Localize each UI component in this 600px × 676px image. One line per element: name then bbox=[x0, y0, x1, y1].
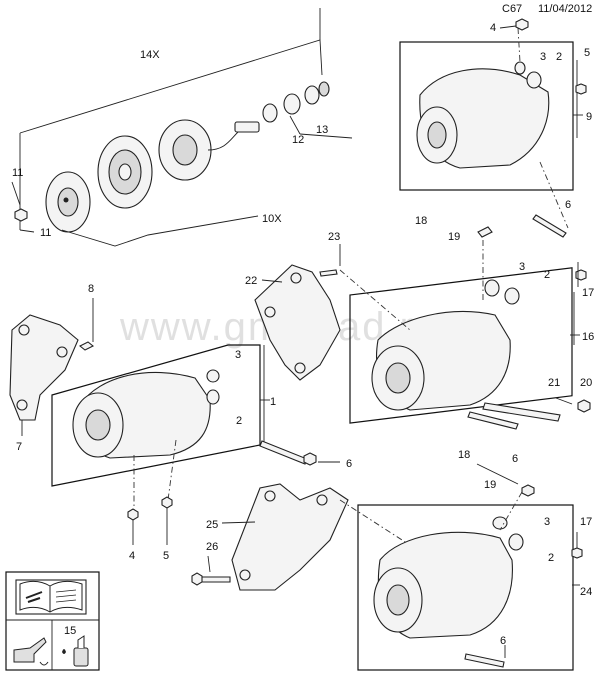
clutch-kit-group bbox=[11, 8, 353, 247]
callout-16: 16 bbox=[582, 331, 594, 343]
callout-15: 15 bbox=[64, 625, 76, 637]
callout-8: 8 bbox=[88, 283, 94, 295]
compressor-9-box bbox=[399, 41, 574, 191]
callout-7: 7 bbox=[16, 441, 22, 453]
clutch-bolt bbox=[14, 208, 28, 222]
diagram-date: 11/04/2012 bbox=[538, 3, 592, 15]
callout-13: 13 bbox=[316, 124, 328, 136]
callout-19-bottom: 19 bbox=[484, 479, 496, 491]
callout-5-top: 5 bbox=[584, 47, 590, 59]
snap-ring bbox=[262, 103, 278, 123]
bolt-18-bottom bbox=[521, 484, 535, 497]
callout-6-bottom: 6 bbox=[500, 635, 506, 647]
bolt-5-bottom bbox=[161, 496, 173, 509]
compressor-24-box bbox=[357, 504, 574, 671]
callout-3-bottom: 3 bbox=[544, 516, 550, 528]
callout-9: 9 bbox=[586, 111, 592, 123]
callout-21: 21 bbox=[548, 377, 560, 389]
compressor-24-group bbox=[357, 463, 583, 671]
bolt-6-bottom bbox=[464, 653, 505, 668]
bracket-25 bbox=[231, 483, 349, 591]
callout-20: 20 bbox=[580, 377, 592, 389]
compressor-16-box bbox=[349, 267, 573, 424]
callout-6-middle-right: 6 bbox=[512, 453, 518, 465]
callout-6-top: 6 bbox=[565, 199, 571, 211]
callout-11-bolt: 11 bbox=[12, 167, 23, 179]
callout-2-left: 2 bbox=[236, 415, 242, 427]
callout-22: 22 bbox=[245, 275, 257, 287]
callout-2-top: 2 bbox=[556, 51, 562, 63]
bracket-7 bbox=[9, 314, 79, 421]
callout-11-plate: 11 bbox=[40, 227, 51, 239]
callout-18-middle: 18 bbox=[415, 215, 427, 227]
bolt-6-top bbox=[532, 214, 567, 238]
callout-3-middle: 3 bbox=[519, 261, 525, 273]
compressor-1-box bbox=[51, 344, 261, 487]
callout-17-bottom: 17 bbox=[580, 516, 592, 528]
compressor-16-group bbox=[349, 226, 591, 430]
lubricant-bottle-icon bbox=[62, 635, 89, 667]
callout-17-middle: 17 bbox=[582, 287, 594, 299]
bracket-22-group bbox=[254, 244, 411, 381]
callout-2-middle: 2 bbox=[544, 269, 550, 281]
callout-19-middle: 19 bbox=[448, 231, 460, 243]
stud-21 bbox=[482, 402, 561, 422]
callout-1: 1 bbox=[270, 396, 276, 408]
callout-26: 26 bbox=[206, 541, 218, 553]
callout-3-left: 3 bbox=[235, 349, 241, 361]
callout-25: 25 bbox=[206, 519, 218, 531]
callout-4-top: 4 bbox=[490, 22, 496, 34]
callout-18-bottom: 18 bbox=[458, 449, 470, 461]
bolt-18-middle bbox=[477, 226, 493, 238]
coil-wire bbox=[207, 131, 239, 151]
callout-24: 24 bbox=[580, 586, 592, 598]
callout-2-bottom: 2 bbox=[548, 552, 554, 564]
callout-14x: 14X bbox=[140, 49, 160, 61]
callout-12: 12 bbox=[292, 134, 304, 146]
callout-6-left: 6 bbox=[346, 458, 352, 470]
callout-4-bottom: 4 bbox=[129, 550, 135, 562]
bolt-6-left bbox=[259, 440, 308, 465]
bracket-22 bbox=[254, 264, 341, 381]
legend-box bbox=[5, 571, 100, 671]
bracket-25-group bbox=[191, 483, 431, 591]
compressor-1-group bbox=[51, 344, 340, 545]
nut-20 bbox=[577, 399, 591, 413]
callout-5-bottom: 5 bbox=[163, 550, 169, 562]
bracket-7-group bbox=[9, 298, 95, 436]
diagram-code: C67 bbox=[502, 3, 522, 15]
callout-23: 23 bbox=[328, 231, 340, 243]
compressor-9-group bbox=[399, 18, 587, 238]
callout-3-top: 3 bbox=[540, 51, 546, 63]
oil-can-icon bbox=[13, 637, 49, 666]
repair-manual-icon bbox=[15, 579, 87, 615]
callout-10x: 10X bbox=[262, 213, 282, 225]
bolt-4-bottom bbox=[127, 508, 139, 521]
